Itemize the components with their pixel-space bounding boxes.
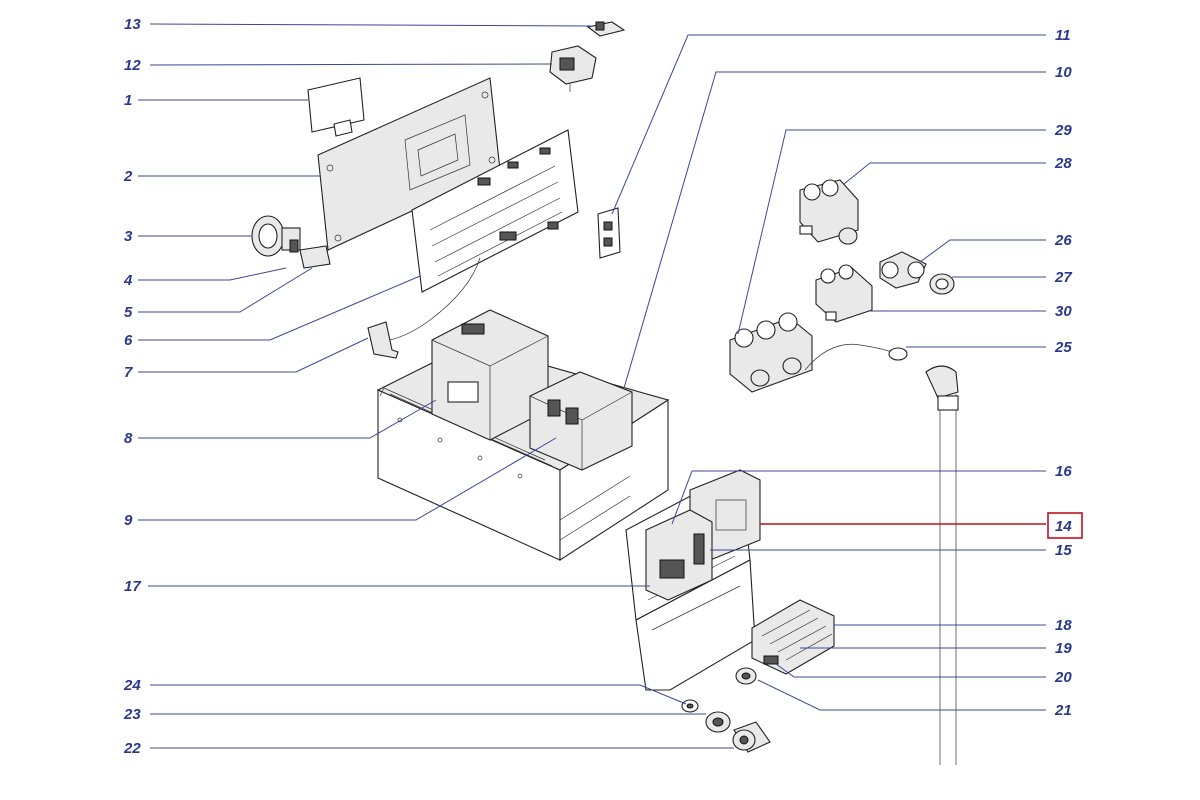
leader-lines	[138, 23, 1046, 749]
part-4-bushing	[281, 227, 301, 253]
callout-16: 16	[1055, 463, 1072, 480]
leader-20	[775, 663, 1046, 678]
leader-5	[138, 267, 313, 313]
part-13-clip	[586, 21, 626, 37]
leader-16	[671, 470, 1046, 525]
callout-23: 23	[123, 706, 141, 723]
callout-27: 27	[1054, 269, 1072, 286]
leader-8	[138, 399, 437, 439]
leader-12	[149, 63, 553, 66]
callout-1: 1	[124, 92, 132, 109]
callout-13: 13	[124, 16, 141, 33]
callout-15: 15	[1055, 542, 1072, 559]
callout-11: 11	[1055, 27, 1071, 44]
leader-26	[919, 239, 1046, 263]
part-28-valve	[799, 179, 859, 245]
callout-14: 14	[1055, 518, 1072, 535]
leader-24	[150, 684, 687, 705]
callout-22: 22	[123, 740, 141, 757]
part-7-hinge	[367, 321, 399, 359]
callout-3: 3	[124, 228, 133, 245]
part-21-gland	[735, 667, 757, 685]
callout-25: 25	[1054, 339, 1072, 356]
leader-6	[138, 275, 421, 341]
leader-9	[138, 437, 557, 521]
callout-30: 30	[1055, 303, 1072, 320]
callout-29: 29	[1054, 122, 1072, 139]
callout-2: 2	[123, 168, 133, 185]
part-11-bracket	[597, 207, 621, 259]
parts-artwork	[251, 21, 959, 765]
part-8-9-10-electrical-box	[376, 309, 670, 562]
part-5-shaft	[299, 245, 331, 269]
callout-6: 6	[124, 332, 133, 349]
leader-13	[149, 23, 593, 27]
part-1-panel	[307, 77, 365, 137]
callout-26: 26	[1054, 232, 1072, 249]
callout-20: 20	[1054, 669, 1072, 686]
callout-28: 28	[1054, 155, 1072, 172]
part-30-valve	[815, 264, 873, 323]
part-27-connector	[929, 273, 955, 295]
callout-12: 12	[124, 57, 141, 74]
leader-28	[843, 162, 1046, 185]
callout-labels: 13 12 1 2 3 4 5 6 7 8 9 17 24 23 22 11 1…	[123, 16, 1083, 757]
leader-21	[757, 679, 1046, 711]
part-18-19-terminal-strip	[751, 599, 835, 675]
callout-24: 24	[123, 677, 141, 694]
part-6-circuit-board	[389, 129, 579, 341]
callout-5: 5	[124, 304, 133, 321]
part-23-nut	[705, 711, 731, 733]
leader-7	[138, 337, 369, 373]
callout-17: 17	[124, 578, 141, 595]
leader-11	[611, 34, 1046, 215]
leader-29	[737, 129, 1046, 335]
callout-4: 4	[123, 272, 133, 289]
leader-10	[623, 71, 1046, 389]
part-3-knob	[251, 215, 285, 257]
callout-14-highlight-box	[1047, 512, 1083, 539]
hose-elbow	[925, 365, 959, 765]
part-22-gland	[732, 721, 771, 753]
part-24-washer	[681, 699, 699, 713]
leader-4	[138, 267, 287, 281]
callout-10: 10	[1055, 64, 1072, 81]
callout-19: 19	[1055, 640, 1072, 657]
part-29-valve	[729, 312, 813, 393]
part-25-oring	[888, 347, 908, 361]
callout-8: 8	[124, 430, 133, 447]
part-12-switch	[549, 45, 597, 92]
part-14-mounting-plate	[625, 469, 761, 691]
callout-9: 9	[124, 512, 133, 529]
callout-21: 21	[1054, 702, 1072, 719]
callout-7: 7	[124, 364, 133, 381]
part-26-t-fitting	[879, 251, 927, 289]
callout-18: 18	[1055, 617, 1072, 634]
